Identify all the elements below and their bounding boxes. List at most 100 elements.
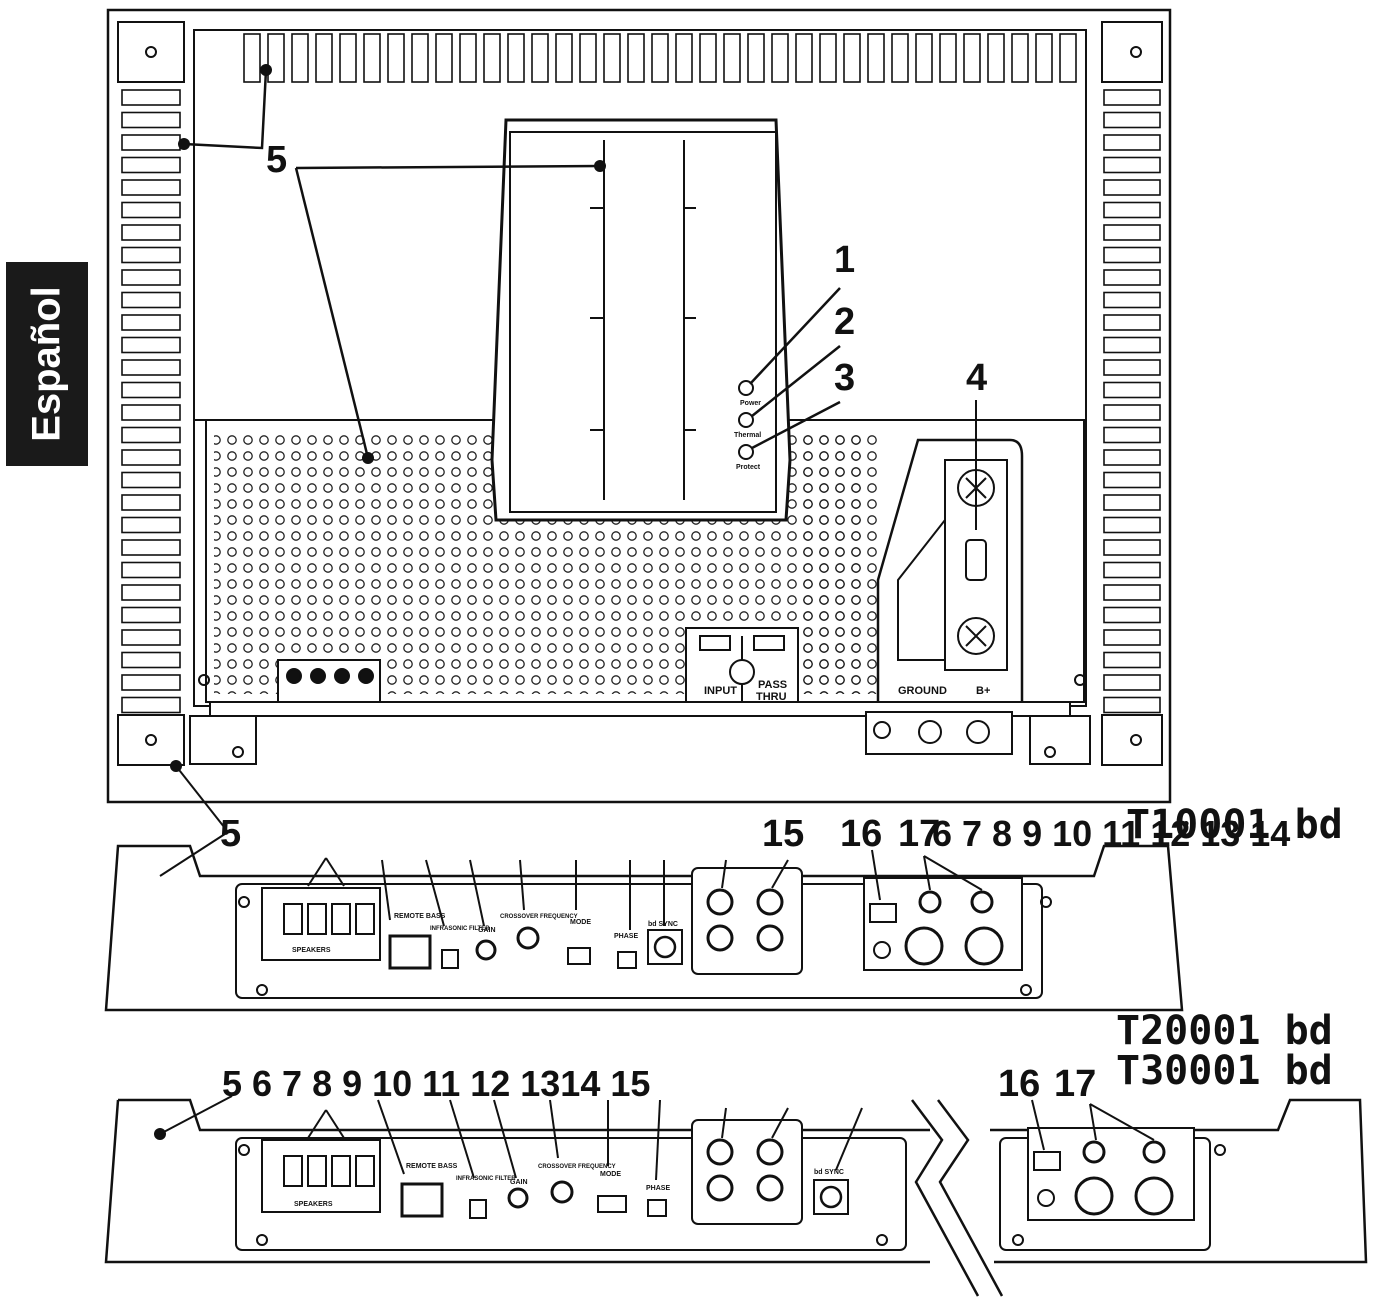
t2-bdsync-label: bd SYNC (814, 1169, 844, 1176)
heatsink-fins-top (243, 33, 1077, 83)
heatsink-fin (121, 224, 181, 241)
heatsink-fin (121, 246, 181, 264)
heatsink-fin (1103, 426, 1161, 444)
heatsink-fin (291, 33, 309, 83)
heatsink-fin (1103, 291, 1161, 309)
heatsink-fin (1103, 561, 1161, 579)
t1-mode-label: MODE (570, 919, 591, 926)
thru-label: THRU (756, 691, 787, 703)
heatsink-fin (121, 629, 181, 646)
heatsink-fin (843, 33, 861, 83)
heatsink-fin (121, 651, 181, 669)
heatsink-fin (121, 426, 181, 444)
heatsink-fin (121, 111, 181, 129)
heatsink-fin (267, 33, 285, 83)
callout-1: 1 (834, 239, 855, 281)
heatsink-fin (435, 33, 453, 83)
heatsink-fin (1011, 33, 1029, 83)
callout-4: 4 (966, 357, 987, 399)
heatsink-fin (1103, 89, 1161, 106)
t2-callout-16: 16 (998, 1063, 1040, 1105)
heatsink-fin (411, 33, 429, 83)
heatsink-fin (121, 516, 181, 534)
heatsink-fin (1103, 224, 1161, 241)
heatsink-fin (723, 33, 741, 83)
heatsink-fin (121, 471, 181, 489)
heatsink-fin (1103, 674, 1161, 691)
heatsink-fin (121, 696, 181, 714)
heatsink-fin (483, 33, 501, 83)
heatsink-fin (121, 359, 181, 376)
heatsink-fin (121, 674, 181, 691)
heatsink-fins-left (121, 89, 181, 714)
heatsink-fin (1103, 584, 1161, 601)
heatsink-fin (1103, 471, 1161, 489)
t2-infrasonic-label: INFRASONIC FILTER (456, 1176, 516, 1182)
heatsink-fin (121, 156, 181, 174)
heatsink-fin (867, 33, 885, 83)
heatsink-fin (531, 33, 549, 83)
heatsink-fin (1103, 404, 1161, 421)
heatsink-fin (459, 33, 477, 83)
heatsink-fin (627, 33, 645, 83)
language-tab: Español (6, 262, 88, 466)
t2-remote-bass-label: REMOTE BASS (406, 1163, 458, 1170)
heatsink-fin (315, 33, 333, 83)
heatsink-fin (1103, 359, 1161, 376)
heatsink-fin (1103, 111, 1161, 129)
heatsink-fin (747, 33, 765, 83)
heatsink-fin (121, 201, 181, 219)
t1-callout-17: 17 (898, 813, 940, 855)
t1-callout-15: 15 (762, 813, 804, 855)
t1-infrasonic-label: INFRASONIC FILTER (430, 926, 490, 932)
led-label-thermal: Thermal (734, 432, 761, 439)
t2-callouts-line: 5 6 7 8 9 10 11 12 1314 15 (222, 1063, 650, 1104)
heatsink-fin (121, 539, 181, 556)
heatsink-fin (1103, 381, 1161, 399)
heatsink-fin (795, 33, 813, 83)
heatsink-fin (121, 134, 181, 151)
main-view (106, 8, 1172, 804)
heatsink-fin (1103, 246, 1161, 264)
t2-callout-17: 17 (1054, 1063, 1096, 1105)
t1-speakers-label: SPEAKERS (292, 947, 331, 954)
t1-callout-5: 5 (220, 813, 241, 855)
led-label-protect: Protect (736, 464, 761, 471)
t2-gain-label: GAIN (510, 1179, 528, 1186)
t2-mode-label: MODE (600, 1171, 621, 1178)
heatsink-fin (891, 33, 909, 83)
heatsink-fin (555, 33, 573, 83)
callout-5-top: 5 (266, 139, 287, 181)
heatsink-fin (507, 33, 525, 83)
heatsink-fin (339, 33, 357, 83)
heatsink-fin (121, 381, 181, 399)
power-label-ground: GROUND (898, 685, 947, 697)
heatsink-fin (243, 33, 261, 83)
heatsink-fin (121, 584, 181, 601)
heatsink-fin (1103, 696, 1161, 714)
t1-bdsync-label: bd SYNC (648, 921, 678, 928)
input-label: INPUT (704, 685, 737, 697)
heatsink-fin (771, 33, 789, 83)
heatsink-fin (363, 33, 381, 83)
heatsink-fin (1103, 134, 1161, 151)
heatsink-fin (939, 33, 957, 83)
heatsink-fin (603, 33, 621, 83)
heatsink-fin (1103, 156, 1161, 174)
heatsink-fin (121, 449, 181, 466)
model-t20001: T20001 bd (1116, 1008, 1333, 1054)
heatsink-fin (1103, 539, 1161, 556)
heatsink-fin (1103, 201, 1161, 219)
heatsink-fin (1103, 494, 1161, 511)
pass-label: PASS (758, 679, 787, 691)
heatsink-fin (579, 33, 597, 83)
callout-2: 2 (834, 301, 855, 343)
heatsink-fin (121, 404, 181, 421)
heatsink-fin (1103, 651, 1161, 669)
heatsink-fin (1035, 33, 1053, 83)
heatsink-fin (699, 33, 717, 83)
callout-3: 3 (834, 357, 855, 399)
heatsink-fin (121, 269, 181, 286)
heatsink-fin (121, 179, 181, 196)
